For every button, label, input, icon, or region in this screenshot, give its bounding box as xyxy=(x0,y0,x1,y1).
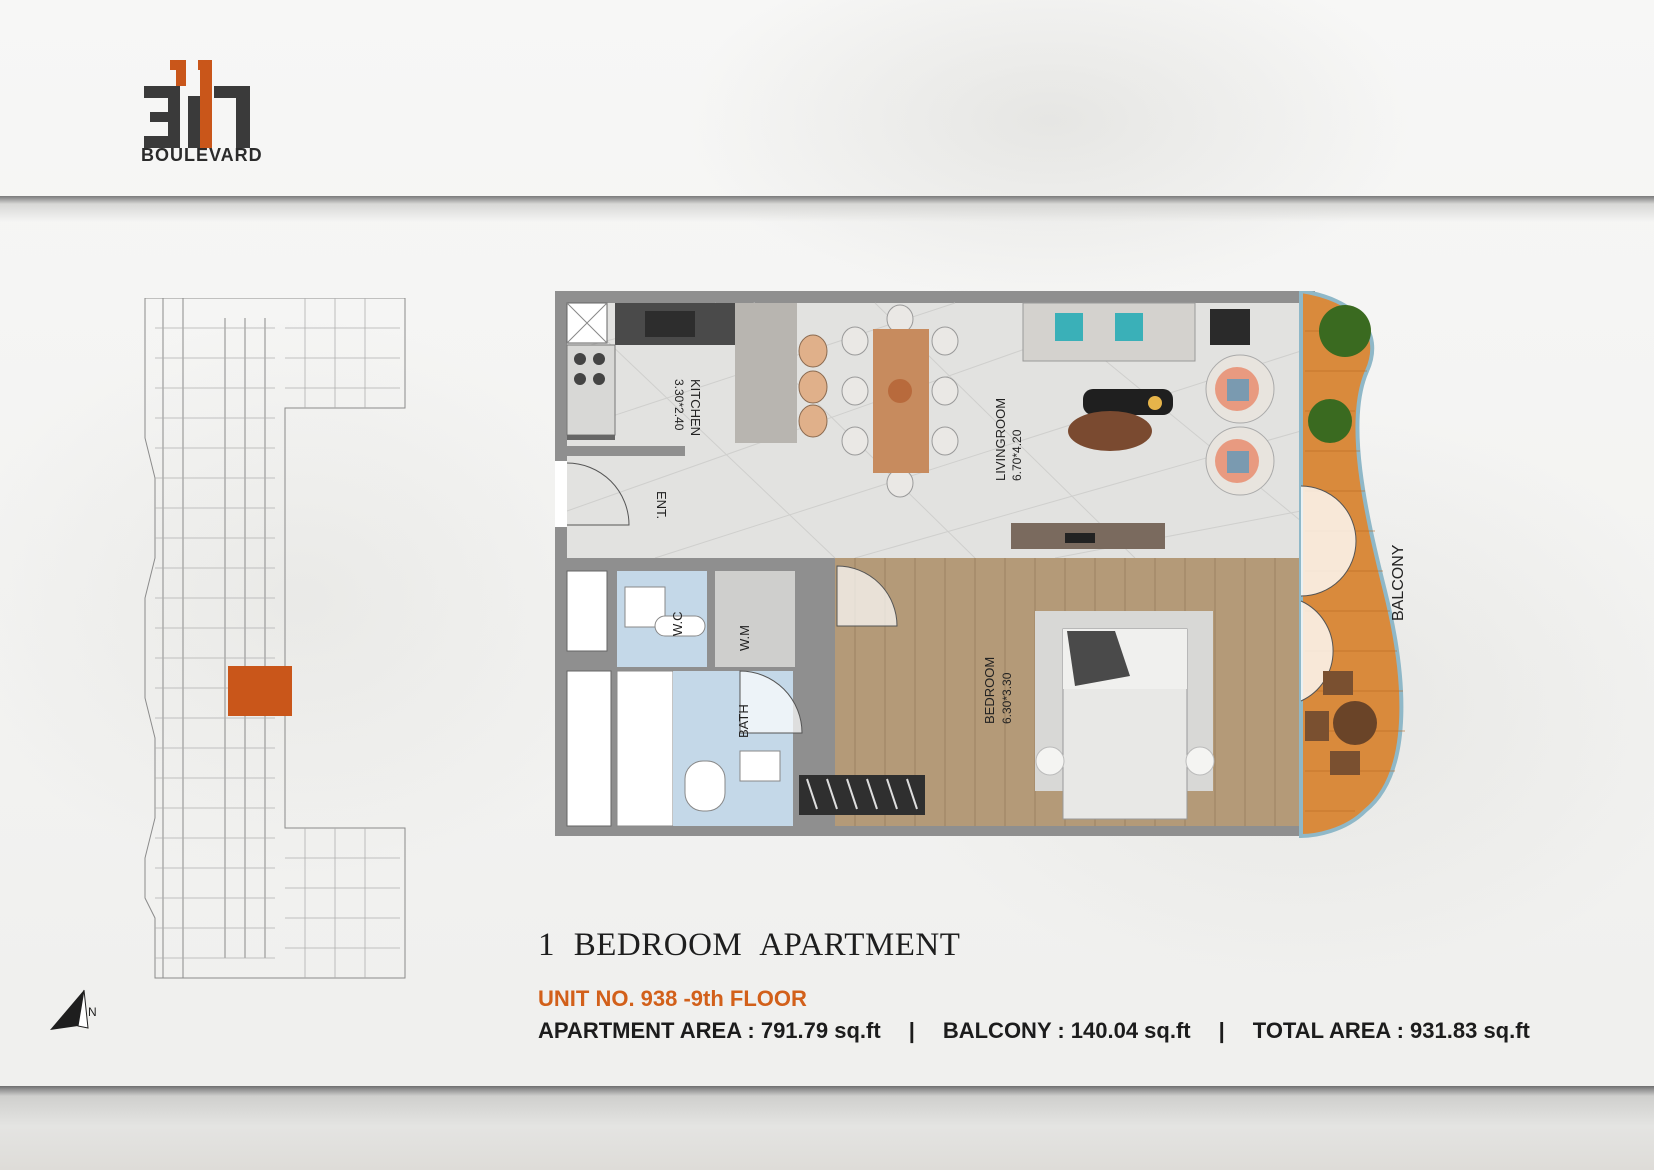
bedroom-dimension: 6.30*3.30 xyxy=(1000,672,1014,724)
sofa xyxy=(1022,302,1196,362)
balcony-label: BALCONY xyxy=(1390,544,1407,621)
brand-wordmark: BOULEVARD xyxy=(141,145,263,165)
bath-label: BATH xyxy=(736,704,751,738)
stove-icon xyxy=(574,353,605,385)
north-label: N xyxy=(88,1005,97,1019)
armchairs xyxy=(1205,354,1275,496)
livingroom-dimension: 6.70*4.20 xyxy=(1010,429,1024,481)
livingroom-label: LIVINGROOM xyxy=(993,398,1008,481)
balcony-area: BALCONY : 140.04 sq.ft xyxy=(942,1018,1191,1043)
entrance-label: ENT. xyxy=(654,491,669,519)
unit-number: UNIT NO. 938 -9th FLOOR xyxy=(538,986,807,1011)
kitchen-label: KITCHEN xyxy=(688,379,703,436)
highlighted-unit xyxy=(228,666,292,716)
north-arrow: N xyxy=(50,989,97,1030)
top-divider-band xyxy=(0,196,1654,222)
sink-icon xyxy=(645,311,695,337)
key-plan xyxy=(144,298,406,979)
apartment-area: APARTMENT AREA : 791.79 sq.ft xyxy=(538,1018,881,1043)
separator: | xyxy=(1218,1018,1225,1043)
total-area: TOTAL AREA : 931.83 sq.ft xyxy=(1252,1018,1530,1043)
plant-icon xyxy=(1308,305,1371,443)
area-summary: APARTMENT AREA : 791.79 sq.ft | BALCONY … xyxy=(538,1018,1530,1044)
apartment-title: 1 BEDROOM APARTMENT xyxy=(538,927,961,963)
brand-logo xyxy=(144,60,250,148)
kitchen-dimension: 3.30*2.40 xyxy=(672,379,686,431)
separator: | xyxy=(908,1018,915,1043)
wm-label: W.M xyxy=(737,625,752,651)
bedroom-label: BEDROOM xyxy=(982,657,997,724)
floor-plan: KITCHEN 3.30*2.40 LIVINGROOM 6.70*4.20 E… xyxy=(555,291,1407,839)
bottom-divider-band xyxy=(0,1086,1654,1170)
wc-label: W.C xyxy=(670,611,685,636)
